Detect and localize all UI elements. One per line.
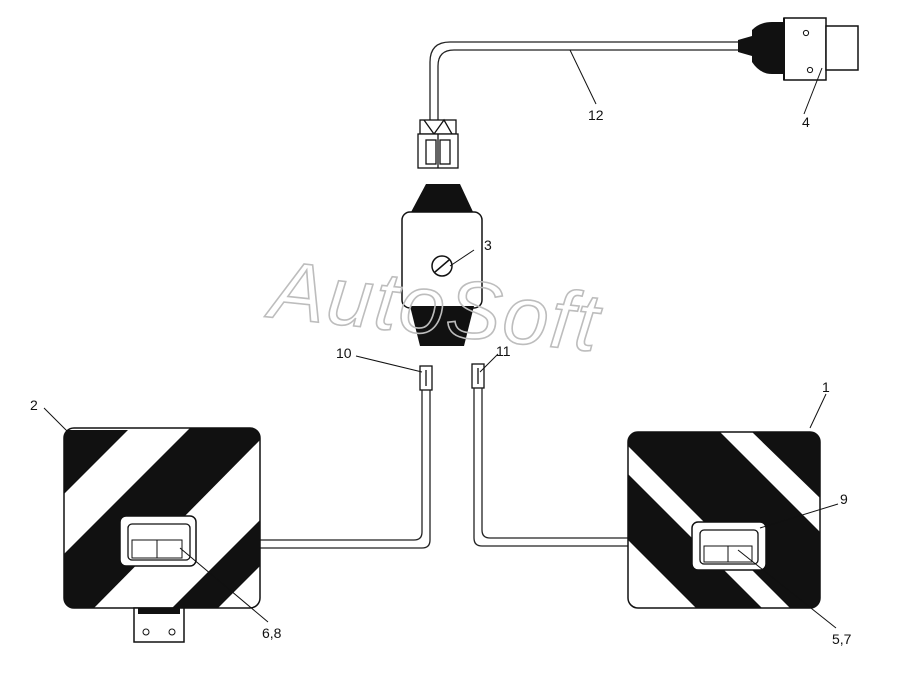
cable-12	[429, 41, 740, 122]
callout-6-8: 6,8	[262, 625, 282, 641]
cable-left	[260, 390, 431, 549]
callout-9: 9	[840, 491, 848, 507]
connector-10	[419, 365, 433, 391]
junction-box-3	[401, 184, 483, 346]
callout-12: 12	[588, 107, 604, 123]
leader-lines	[43, 49, 839, 629]
callout-2: 2	[30, 397, 38, 413]
callout-4: 4	[802, 114, 810, 130]
callout-11: 11	[496, 343, 511, 359]
callout-3: 3	[484, 237, 492, 253]
marker-plate-2	[63, 427, 261, 643]
plug-4	[738, 17, 859, 81]
marker-plate-1	[627, 431, 821, 609]
watermark: AutoSoft	[262, 244, 606, 370]
connector-top	[417, 118, 459, 169]
callout-10: 10	[336, 345, 352, 361]
connector-11	[471, 363, 485, 389]
callout-5-7: 5,7	[832, 631, 852, 647]
callout-1: 1	[822, 379, 830, 395]
cable-right	[473, 388, 628, 547]
